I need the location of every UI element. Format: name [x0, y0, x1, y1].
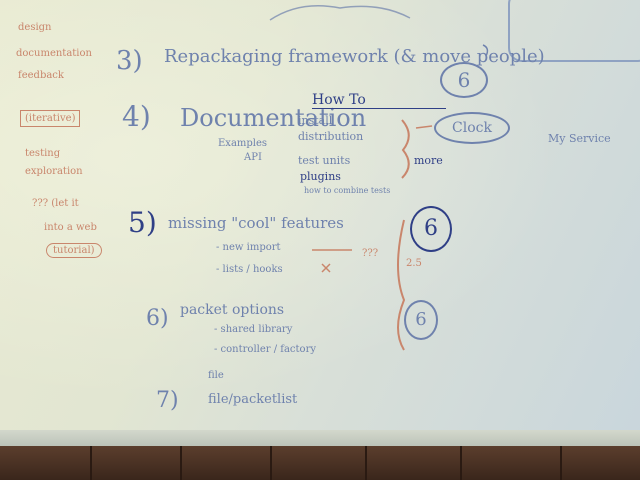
- bracket-stroke: [397, 219, 406, 351]
- item-number: 5): [128, 206, 157, 239]
- bracket-stroke: [401, 119, 410, 179]
- right-note: My Service: [548, 132, 611, 145]
- item-text: Repackaging framework (& move people): [164, 46, 545, 67]
- item-pre: file: [208, 370, 224, 381]
- left-note: documentation: [16, 48, 92, 59]
- item-number: 7): [156, 388, 179, 413]
- left-red-line: into a web: [44, 222, 97, 233]
- item-text: missing "cool" features: [168, 214, 344, 232]
- circled-number: 6: [440, 62, 488, 98]
- item-text: file/packetlist: [208, 392, 298, 407]
- floor-seam: [270, 446, 272, 480]
- left-note: design: [18, 22, 52, 33]
- sub-item: API: [244, 152, 262, 163]
- whiteboard: [0, 0, 640, 445]
- sub-item: Examples: [218, 138, 268, 149]
- circled-number: 6: [410, 206, 452, 252]
- floor-seam: [180, 446, 182, 480]
- how-to-note: how to combine tests: [304, 186, 391, 195]
- circled-label: Clock: [434, 112, 510, 144]
- left-note: feedback: [18, 70, 64, 81]
- item-text: packet options: [180, 302, 285, 318]
- item-number: 6): [146, 306, 169, 331]
- drawn-box: [508, 0, 640, 62]
- red-mark: ???: [362, 248, 379, 259]
- whiteboard-tray: [0, 430, 640, 446]
- item-number: 4): [122, 100, 151, 133]
- scribble: [269, 5, 411, 21]
- bracket-stroke: [482, 44, 489, 57]
- floor-seam: [460, 446, 462, 480]
- board-glare: [0, 0, 640, 445]
- left-note: testing: [25, 148, 61, 159]
- how-to-line: install: [298, 114, 333, 127]
- floor-seam: [90, 446, 92, 480]
- how-to-line: test units: [298, 154, 351, 167]
- sub-item: - controller / factory: [214, 344, 316, 355]
- sub-item: - lists / hooks: [216, 264, 283, 275]
- red-mark: 2.5: [406, 258, 422, 269]
- circled-number: 6: [404, 300, 438, 340]
- floor: [0, 446, 640, 480]
- left-note: exploration: [25, 166, 83, 177]
- more-label: more: [414, 154, 443, 167]
- how-to-line: plugins: [300, 170, 341, 183]
- item-number: 3): [116, 46, 143, 76]
- how-to-title: How To: [312, 92, 446, 109]
- left-red-line: ??? (let it: [32, 198, 79, 209]
- how-to-line: distribution: [298, 130, 364, 143]
- sub-item: - shared library: [214, 324, 293, 335]
- x-mark: [321, 263, 331, 273]
- sub-item: - new import: [216, 242, 281, 253]
- arrow-stroke: [415, 125, 433, 129]
- left-red-line: tutorial): [46, 243, 102, 258]
- left-note-boxed: (iterative): [20, 110, 81, 127]
- floor-seam: [365, 446, 367, 480]
- floor-seam: [560, 446, 562, 480]
